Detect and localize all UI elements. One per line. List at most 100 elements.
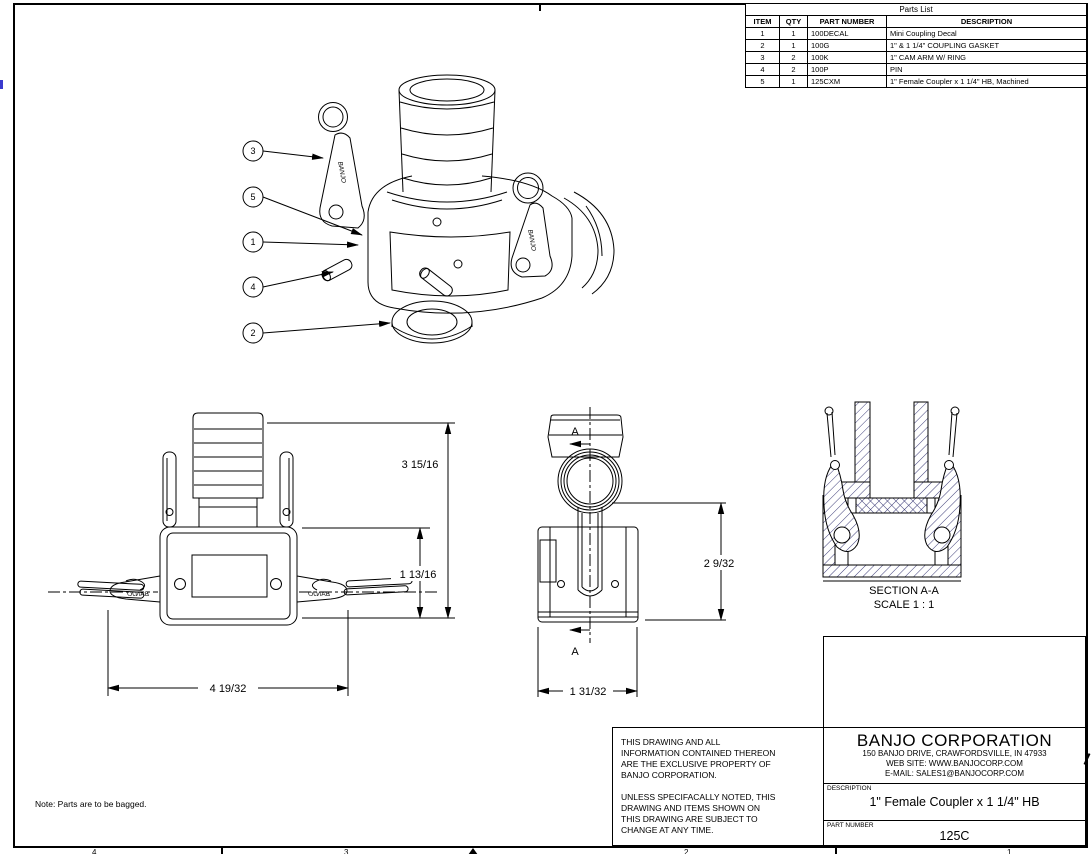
cell-description: 1" & 1 1/4" COUPLING GASKET xyxy=(886,39,1087,52)
top-zone-tick xyxy=(539,3,541,11)
section-gasket xyxy=(847,497,936,514)
section-arrow-label-top: A xyxy=(571,426,579,438)
disclaimer-line: CHANGE AT ANY TIME. xyxy=(621,825,714,835)
disclaimer-line: THIS DRAWING ARE SUBJECT TO xyxy=(621,814,758,824)
parts-list-header-row: ITEM QTY PART NUMBER DESCRIPTION xyxy=(745,15,1087,28)
balloon-label: 1 xyxy=(250,237,255,247)
side-view: A A 2 9/32 1 31/32 xyxy=(537,407,740,699)
cell-description: 1" Female Coupler x 1 1/4" HB, Machined xyxy=(886,75,1087,88)
company-block: BANJO CORPORATION 150 BANJO DRIVE, CRAWF… xyxy=(823,727,1086,784)
description-label: DESCRIPTION xyxy=(827,785,872,792)
disclaimer-line: DRAWING AND ITEMS SHOWN ON xyxy=(621,803,760,813)
part-number-block: PART NUMBER 125C xyxy=(823,820,1086,846)
balloon-5 xyxy=(242,186,264,208)
cell-description: 1" CAM ARM W/ RING xyxy=(886,51,1087,64)
cell-part-number: 125CXM xyxy=(807,75,887,88)
cell-part-number: 100G xyxy=(807,39,887,52)
cell-item: 1 xyxy=(745,27,780,40)
company-name: BANJO CORPORATION xyxy=(856,731,1053,750)
side-dimensions: 2 9/32 1 31/32 xyxy=(537,502,740,699)
company-website: WEB SITE: WWW.BANJOCORP.COM xyxy=(886,759,1023,768)
hose-barb xyxy=(398,74,496,193)
section-view xyxy=(822,401,962,582)
front-barb xyxy=(192,412,264,527)
cam-arm-right: BANJO xyxy=(510,172,553,278)
parts-list-body: 1 1 100DECAL Mini Coupling Decal 2 1 100… xyxy=(745,27,1087,88)
cell-description: Mini Coupling Decal xyxy=(886,27,1087,40)
company-address: 150 BANJO DRIVE, CRAWFORDSVILLE, IN 4793… xyxy=(862,749,1047,758)
decal-area xyxy=(191,554,268,598)
cell-part-number: 100DECAL xyxy=(807,27,887,40)
col-description: DESCRIPTION xyxy=(886,15,1087,28)
zone-digit: 1 xyxy=(1007,848,1012,854)
table-row: 5 1 125CXM 1" Female Coupler x 1 1/4" HB… xyxy=(745,75,1087,88)
section-arrow-label-bottom: A xyxy=(571,646,579,658)
disclaimer-line: BANJO CORPORATION. xyxy=(621,770,717,780)
side-barb-top xyxy=(547,414,624,458)
balloon-3 xyxy=(242,140,264,162)
front-cam-lever-right: BANJO xyxy=(296,575,440,603)
brand-text: BANJO xyxy=(336,161,347,184)
front-dimensions: 3 15/16 1 13/16 4 19/32 xyxy=(107,422,455,696)
dim-body-height: 1 13/16 xyxy=(400,569,437,581)
cell-qty: 1 xyxy=(779,27,808,40)
section-cut-line: A A xyxy=(569,407,591,658)
cell-qty: 1 xyxy=(779,39,808,52)
part-number-label: PART NUMBER xyxy=(827,822,874,829)
col-qty: QTY xyxy=(779,15,808,28)
zone-digit: 2 xyxy=(684,848,689,854)
table-row: 1 1 100DECAL Mini Coupling Decal xyxy=(745,27,1087,40)
dim-side-height: 2 9/32 xyxy=(704,558,735,570)
front-cam-hooks xyxy=(162,451,294,528)
balloon-label: 4 xyxy=(250,282,255,292)
pin-hole-left xyxy=(174,578,186,590)
isometric-view: BANJO BANJO xyxy=(242,74,615,344)
brand-text: BANJO xyxy=(526,229,537,252)
front-body xyxy=(159,526,298,626)
section-title: SECTION A-A xyxy=(869,585,939,597)
section-handles xyxy=(824,406,960,458)
cell-item: 2 xyxy=(745,39,780,52)
table-row: 4 2 100P PIN xyxy=(745,63,1087,76)
balloon-2 xyxy=(242,322,264,344)
balloon-1 xyxy=(242,231,264,253)
cam-arm-left: BANJO xyxy=(318,102,365,229)
bagging-note: Note: Parts are to be bagged. xyxy=(35,799,147,809)
side-body xyxy=(537,507,639,623)
zone-digit: 3 xyxy=(344,848,349,854)
left-edge-mark xyxy=(0,80,3,89)
brand-text: BANJO xyxy=(308,591,330,598)
brand-text: BANJO xyxy=(127,591,149,598)
section-cam-arm-right xyxy=(924,460,961,552)
front-view: BANJO BANJO 3 15/16 1 13/16 4 19/3 xyxy=(48,412,455,696)
parts-list-table: Parts List ITEM QTY PART NUMBER DESCRIPT… xyxy=(745,3,1087,88)
section-tube-walls xyxy=(854,401,929,483)
title-block-spare-box xyxy=(823,636,1086,728)
balloon-label: 5 xyxy=(250,192,255,202)
description-block: DESCRIPTION 1" Female Coupler x 1 1/4" H… xyxy=(823,783,1086,821)
dim-overall-height: 3 15/16 xyxy=(402,459,439,471)
parts-list-title: Parts List xyxy=(745,3,1087,16)
table-row: 2 1 100G 1" & 1 1/4" COUPLING GASKET xyxy=(745,39,1087,52)
disclaimer-line: THIS DRAWING AND ALL xyxy=(621,737,721,747)
zone-tick xyxy=(221,848,223,854)
parts-list-title-row: Parts List xyxy=(745,3,1087,16)
balloon-label: 3 xyxy=(250,146,255,156)
table-row: 3 2 100K 1" CAM ARM W/ RING xyxy=(745,51,1087,64)
zone-digit: 4 xyxy=(92,848,97,854)
coupler-body xyxy=(367,175,615,314)
center-mark xyxy=(468,848,478,854)
pin-right xyxy=(419,267,453,297)
disclaimer-line xyxy=(621,781,817,792)
sheet-border xyxy=(13,3,1088,848)
disclaimer-line: ARE THE EXCLUSIVE PROPERTY OF xyxy=(621,759,771,769)
description-value: 1" Female Coupler x 1 1/4" HB xyxy=(869,795,1040,809)
company-email: E-MAIL: SALES1@BANJOCORP.COM xyxy=(884,769,1025,778)
coupling-gasket xyxy=(391,300,473,344)
disclaimer-line: INFORMATION CONTAINED THEREON xyxy=(621,748,776,758)
front-cam-lever-left: BANJO xyxy=(48,575,161,603)
col-part-number: PART NUMBER xyxy=(807,15,887,28)
balloon-label: 2 xyxy=(250,328,255,338)
zone-tick xyxy=(835,848,837,854)
